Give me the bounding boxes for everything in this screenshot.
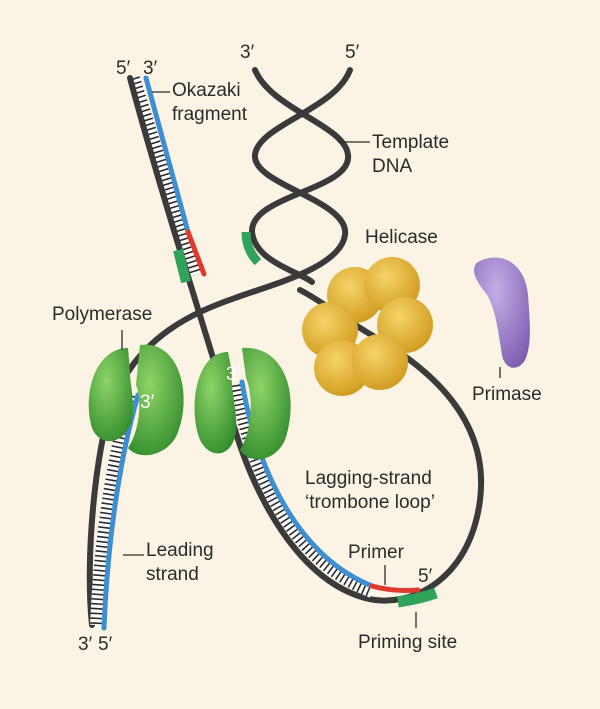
okazaki-rungs	[128, 76, 202, 277]
end-pol-right-3: 3′	[226, 364, 241, 385]
polymerase-right	[194, 347, 291, 460]
priming-site-helix	[241, 231, 262, 266]
template-strand-b	[86, 67, 353, 628]
leader-lines	[121, 91, 501, 628]
label-lagging-1: Lagging-strand	[305, 468, 432, 489]
lagging-strand-rungs	[230, 384, 375, 598]
label-helicase: Helicase	[365, 227, 438, 248]
end-okazaki-3: 3′	[143, 58, 158, 79]
label-priming-site: Priming site	[358, 632, 457, 653]
end-primer-5: 5′	[418, 566, 433, 587]
lagging-new-strand	[239, 379, 375, 589]
label-primer: Primer	[348, 542, 405, 563]
lagging-primer	[369, 583, 421, 593]
label-primase: Primase	[472, 384, 542, 405]
okazaki-primer	[185, 229, 207, 277]
label-lagging-2: ‘trombone loop’	[305, 492, 435, 513]
end-template-5: 5′	[345, 42, 360, 63]
end-leading-3: 3′	[78, 634, 93, 655]
label-okazaki-2: fragment	[172, 104, 248, 125]
label-leading-1: Leading	[146, 540, 214, 561]
end-template-3: 3′	[240, 42, 255, 63]
okazaki-fragment-strand	[143, 75, 191, 235]
priming-site-okazaki	[173, 248, 191, 284]
helicase	[302, 257, 433, 396]
end-pol-left-3: 3′	[140, 392, 155, 413]
label-polymerase: Polymerase	[52, 304, 152, 325]
label-template-2: DNA	[372, 156, 412, 177]
end-okazaki-5: 5′	[116, 58, 131, 79]
label-template-1: Template	[372, 132, 449, 153]
priming-site-loop	[397, 587, 438, 608]
label-leading-2: strand	[146, 564, 199, 585]
primase	[474, 257, 530, 368]
label-okazaki-1: Okazaki	[172, 80, 241, 101]
polymerase-left	[88, 344, 184, 456]
end-leading-5: 5′	[98, 634, 113, 655]
